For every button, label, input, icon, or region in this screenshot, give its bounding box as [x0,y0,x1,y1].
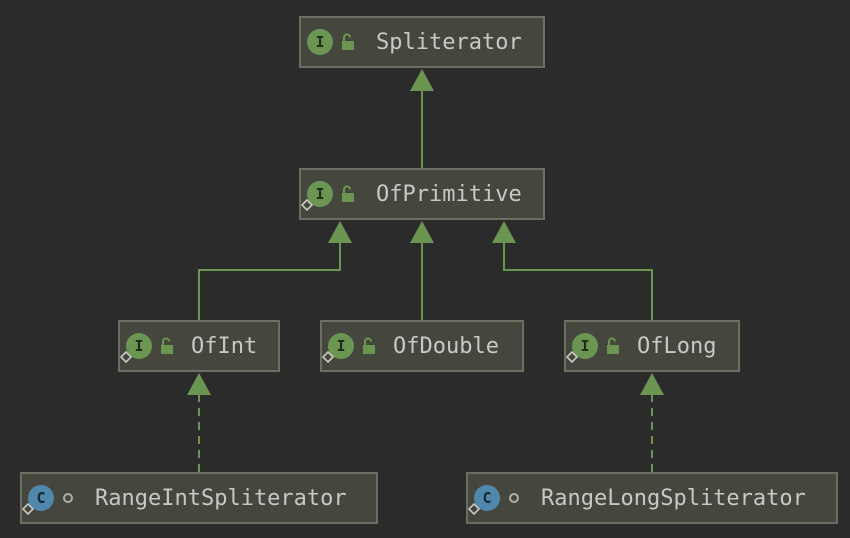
arrowhead-range-long-spliterator-to-of-long [640,373,664,395]
class-badge-icon: C [22,485,54,515]
node-of-primitive[interactable]: I OfPrimitive [299,168,545,220]
arrowhead-of-long-to-of-primitive [492,221,516,243]
unlocked-padlock-icon [363,337,375,354]
edge-of-int-to-of-primitive [198,242,341,320]
node-label: OfLong [637,333,717,359]
arrowhead-of-double-to-of-primitive [410,221,434,243]
node-of-double[interactable]: I OfDouble [320,320,524,372]
unlocked-padlock-icon [342,33,354,50]
node-label: RangeIntSpliterator [95,485,347,511]
node-of-long[interactable]: I OfLong [564,320,740,372]
node-label: OfPrimitive [376,181,522,207]
arrowhead-of-int-to-of-primitive [328,221,352,243]
node-label: RangeLongSpliterator [541,485,806,511]
interface-badge-icon: I [322,333,354,363]
unlocked-padlock-icon [161,337,173,354]
package-private-dot-icon [63,493,73,503]
interface-badge-icon: I [307,29,333,55]
node-of-int[interactable]: I OfInt [118,320,280,372]
arrowhead-of-primitive-to-spliterator [410,69,434,91]
interface-badge-icon: I [566,333,598,363]
node-label: OfDouble [393,333,499,359]
nested-marker-icon [322,351,334,363]
unlocked-padlock-icon [607,337,619,354]
nested-marker-icon [120,351,132,363]
node-spliterator[interactable]: I Spliterator [299,16,545,68]
nested-marker-icon [301,199,313,211]
interface-badge-icon: I [120,333,152,363]
arrowhead-range-int-spliterator-to-of-int [187,373,211,395]
node-label: OfInt [191,333,258,359]
package-private-dot-icon [509,493,519,503]
interface-badge-icon: I [301,181,333,211]
class-badge-icon: C [468,485,500,515]
node-label: Spliterator [376,29,522,55]
nested-marker-icon [468,503,480,515]
edge-of-long-to-of-primitive [503,242,653,320]
nested-marker-icon [566,351,578,363]
node-range-long-spliterator[interactable]: C RangeLongSpliterator [466,472,838,524]
nested-marker-icon [22,503,34,515]
node-range-int-spliterator[interactable]: C RangeIntSpliterator [20,472,378,524]
unlocked-padlock-icon [342,185,354,202]
